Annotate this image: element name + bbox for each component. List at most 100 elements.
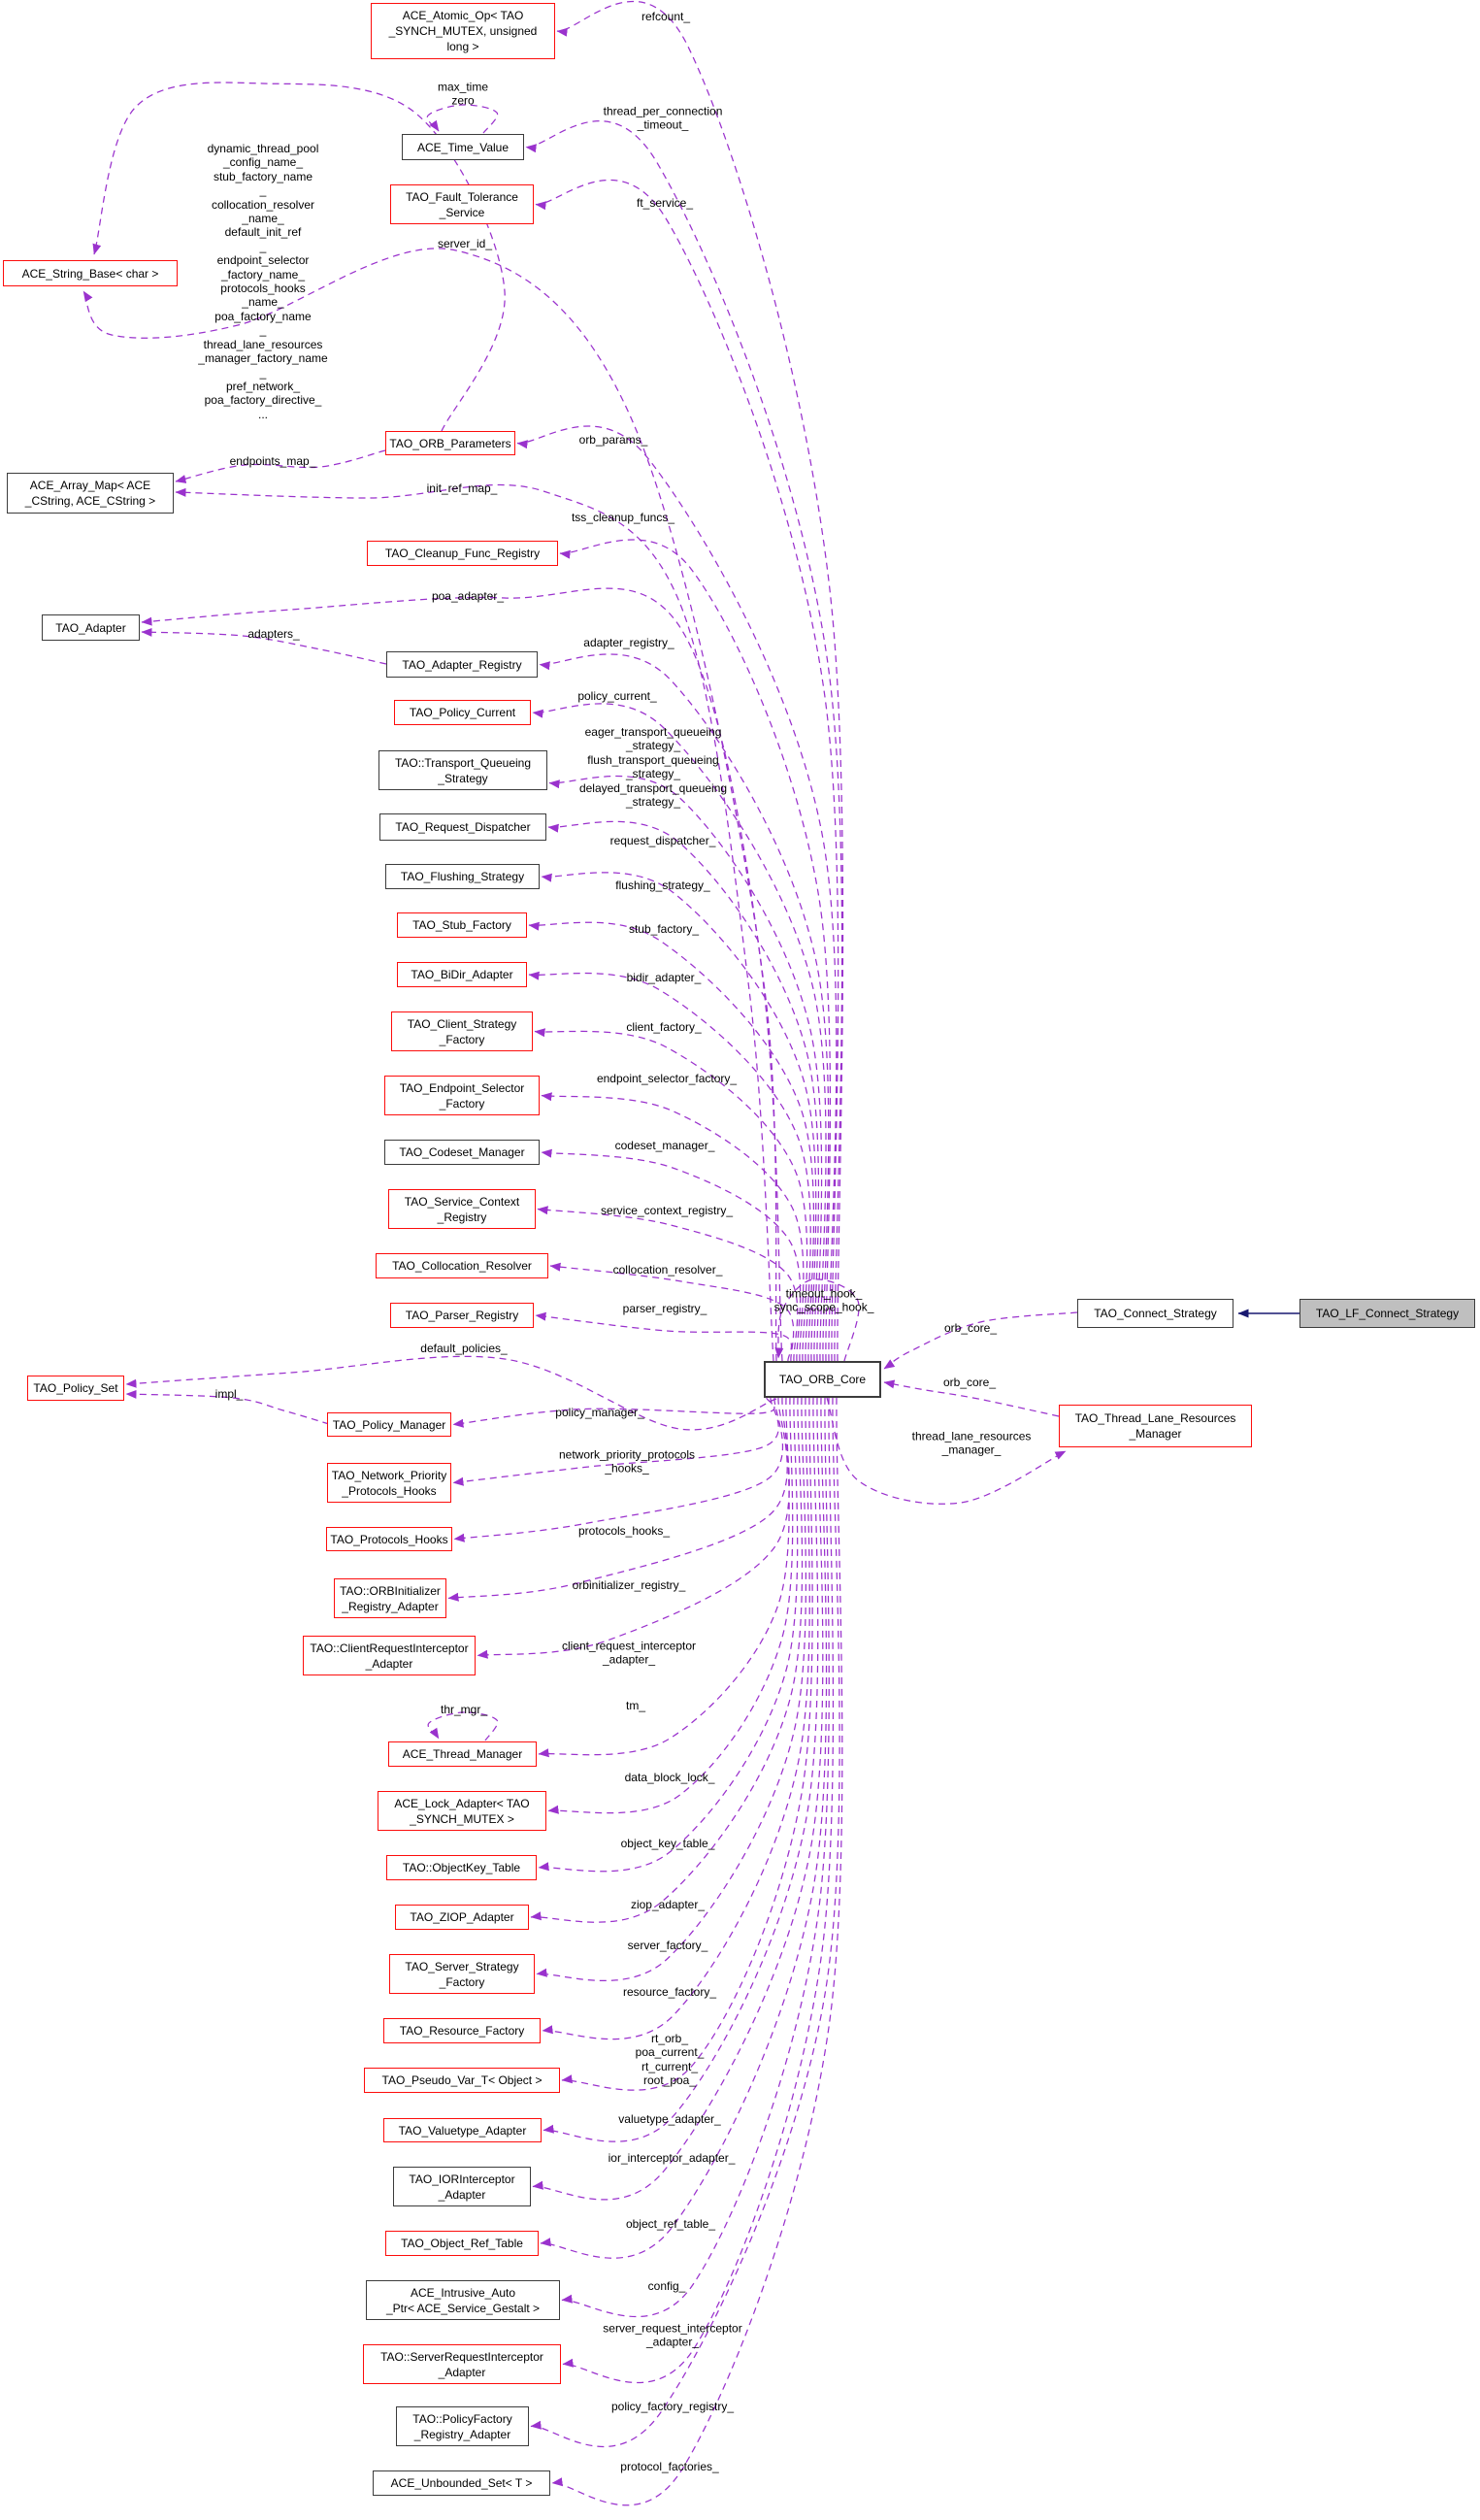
node-tao-policy-current[interactable]: TAO_Policy_Current: [394, 700, 531, 725]
edge-label-orb-core-1: orb_core_: [943, 1320, 998, 1335]
node-tao-codeset-manager[interactable]: TAO_Codeset_Manager: [384, 1140, 540, 1165]
node-tao-stub-factory[interactable]: TAO_Stub_Factory: [397, 912, 527, 938]
node-tao-thread-lane-resources-manager[interactable]: TAO_Thread_Lane_Resources _Manager: [1059, 1405, 1252, 1447]
edge-label-parser-registry: parser_registry_: [622, 1301, 707, 1315]
node-tao-endpoint-selector-factory[interactable]: TAO_Endpoint_Selector _Factory: [384, 1076, 540, 1115]
node-tao-serverrequestinterceptor-adapter[interactable]: TAO::ServerRequestInterceptor _Adapter: [363, 2344, 561, 2384]
edge-tm: [538, 1397, 790, 1758]
node-tao-request-dispatcher[interactable]: TAO_Request_Dispatcher: [379, 813, 546, 841]
edge-ft-service: [535, 179, 839, 1362]
edge-stub-factory: [528, 921, 815, 1362]
edge-orb-core-2: [883, 1379, 1060, 1417]
edge-label-orbinitializer-registry: orbinitializer_registry_: [572, 1577, 686, 1592]
edge-poa-adapter: [141, 587, 777, 1362]
edge-queueing-strategies: [548, 775, 823, 1362]
edge-label-string-members: dynamic_thread_pool _config_name_ stub_f…: [198, 141, 328, 421]
edge-label-collocation-resolver: collocation_resolver_: [612, 1262, 723, 1277]
node-ace-atomic-op[interactable]: ACE_Atomic_Op< TAO _SYNCH_MUTEX, unsigne…: [371, 3, 555, 59]
node-tao-valuetype-adapter[interactable]: TAO_Valuetype_Adapter: [383, 2118, 542, 2142]
edge-label-endpoint-selector-factory: endpoint_selector_factory_: [596, 1071, 738, 1085]
edge-label-refcount: refcount_: [641, 9, 691, 23]
node-tao-objectkey-table[interactable]: TAO::ObjectKey_Table: [386, 1855, 537, 1880]
edge-protocol-factories: [551, 1397, 843, 2506]
edge-label-adapters: adapters_: [247, 626, 300, 641]
edge-label-object-key-table: object_key_table_: [620, 1836, 715, 1850]
edge-label-policy-current: policy_current_: [577, 688, 657, 703]
edge-max-time-zero: [426, 104, 499, 134]
edge-label-object-ref-table: object_ref_table_: [625, 2216, 716, 2231]
edge-orb-params: [516, 425, 838, 1362]
node-tao-orb-parameters[interactable]: TAO_ORB_Parameters: [385, 431, 515, 455]
edge-label-timeout-sync-hooks: timeout_hook_ sync_scope_hook_: [773, 1286, 874, 1314]
edge-label-ft-service: ft_service_: [636, 195, 694, 210]
node-tao-transport-queueing-strategy[interactable]: TAO::Transport_Queueing _Strategy: [378, 750, 547, 790]
node-tao-adapter-registry[interactable]: TAO_Adapter_Registry: [386, 651, 538, 678]
node-ace-intrusive-auto-ptr[interactable]: ACE_Intrusive_Auto _Ptr< ACE_Service_Ges…: [366, 2280, 560, 2320]
edge-parser-registry: [535, 1311, 792, 1362]
edge-label-bidir-adapter: bidir_adapter_: [626, 970, 702, 984]
node-tao-service-context-registry[interactable]: TAO_Service_Context _Registry: [388, 1189, 536, 1229]
node-tao-ziop-adapter[interactable]: TAO_ZIOP_Adapter: [395, 1905, 529, 1930]
edge-label-tss-cleanup-funcs: tss_cleanup_funcs_: [571, 510, 675, 524]
node-tao-bidir-adapter[interactable]: TAO_BiDir_Adapter: [397, 962, 527, 987]
node-tao-pseudo-var-t[interactable]: TAO_Pseudo_Var_T< Object >: [364, 2068, 560, 2093]
edge-config: [561, 1397, 830, 2317]
edge-label-thread-lane-resources-manager: thread_lane_resources _manager_: [911, 1429, 1032, 1457]
node-tao-clientrequestinterceptor-adapter[interactable]: TAO::ClientRequestInterceptor _Adapter: [303, 1636, 476, 1675]
edge-label-client-request-interceptor-adapter: client_request_interceptor _adapter_: [561, 1639, 697, 1667]
node-tao-adapter[interactable]: TAO_Adapter: [42, 614, 140, 641]
node-tao-collocation-resolver[interactable]: TAO_Collocation_Resolver: [376, 1253, 548, 1278]
edge-adapter-registry: [539, 653, 830, 1362]
edge-label-server-id: server_id_: [437, 236, 493, 250]
edge-label-tm: tm_: [625, 1698, 646, 1712]
edge-label-protocol-factories: protocol_factories_: [620, 2459, 719, 2473]
node-tao-network-priority-protocols-hooks[interactable]: TAO_Network_Priority _Protocols_Hooks: [327, 1463, 451, 1503]
node-tao-policy-manager[interactable]: TAO_Policy_Manager: [327, 1412, 451, 1437]
edge-tss-cleanup-funcs: [559, 539, 832, 1362]
node-tao-resource-factory[interactable]: TAO_Resource_Factory: [383, 2018, 541, 2043]
node-tao-connect-strategy[interactable]: TAO_Connect_Strategy: [1077, 1299, 1233, 1328]
node-ace-time-value[interactable]: ACE_Time_Value: [402, 134, 524, 160]
edge-rt-members: [561, 1397, 813, 2091]
edge-label-network-priority-protocols-hooks: network_priority_protocols _hooks_: [558, 1447, 696, 1476]
edge-label-codeset-manager: codeset_manager_: [614, 1138, 715, 1152]
edge-orb-core-1: [883, 1311, 1078, 1370]
node-tao-server-strategy-factory[interactable]: TAO_Server_Strategy _Factory: [389, 1954, 535, 1994]
edge-data-block-lock: [547, 1397, 794, 1814]
node-tao-cleanup-func-registry[interactable]: TAO_Cleanup_Func_Registry: [367, 541, 558, 566]
node-ace-lock-adapter[interactable]: ACE_Lock_Adapter< TAO _SYNCH_MUTEX >: [378, 1791, 546, 1831]
edge-default-policies: [125, 1355, 777, 1431]
node-ace-unbounded-set[interactable]: ACE_Unbounded_Set< T >: [373, 2470, 550, 2496]
node-ace-array-map[interactable]: ACE_Array_Map< ACE _CString, ACE_CString…: [7, 473, 174, 514]
node-ace-thread-manager[interactable]: ACE_Thread_Manager: [388, 1741, 537, 1767]
node-ace-string-base[interactable]: ACE_String_Base< char >: [3, 260, 178, 286]
edge-label-request-dispatcher: request_dispatcher_: [609, 833, 716, 847]
node-tao-policy-set[interactable]: TAO_Policy_Set: [27, 1376, 124, 1401]
node-tao-orb-core[interactable]: TAO_ORB_Core: [764, 1361, 881, 1398]
node-tao-iorinterceptor-adapter[interactable]: TAO_IORInterceptor _Adapter: [393, 2167, 531, 2206]
edge-server-factory: [536, 1397, 807, 1981]
edge-label-stub-factory: stub_factory_: [628, 921, 700, 936]
edge-valuetype-adapter: [543, 1397, 819, 2142]
edge-string-members: [92, 82, 506, 432]
edge-label-server-factory: server_factory_: [627, 1938, 708, 1952]
edge-label-policy-factory-registry: policy_factory_registry_: [610, 2399, 735, 2413]
node-tao-protocols-hooks[interactable]: TAO_Protocols_Hooks: [326, 1527, 452, 1551]
edge-label-service-context-registry: service_context_registry_: [600, 1203, 734, 1217]
node-tao-orbinitializer-registry-adapter[interactable]: TAO::ORBInitializer _Registry_Adapter: [334, 1578, 446, 1618]
edge-label-thr-mgr: thr_mgr_: [440, 1702, 488, 1716]
node-tao-parser-registry[interactable]: TAO_Parser_Registry: [390, 1303, 534, 1328]
edge-label-adapter-registry: adapter_registry_: [583, 635, 674, 649]
edge-label-client-factory: client_factory_: [626, 1019, 702, 1034]
edge-refcount: [556, 0, 844, 1362]
node-tao-policyfactory-registry-adapter[interactable]: TAO::PolicyFactory _Registry_Adapter: [396, 2406, 529, 2446]
node-tao-object-ref-table[interactable]: TAO_Object_Ref_Table: [385, 2231, 539, 2256]
edge-server-request-interceptor-adapter: [562, 1397, 835, 2383]
edge-label-queueing-strategies: eager_transport_queueing _strategy_ flus…: [578, 724, 728, 809]
node-tao-flushing-strategy[interactable]: TAO_Flushing_Strategy: [385, 864, 540, 889]
node-tao-fault-tolerance-service[interactable]: TAO_Fault_Tolerance _Service: [390, 184, 534, 224]
edge-policy-factory-registry: [530, 1397, 840, 2448]
node-tao-client-strategy-factory[interactable]: TAO_Client_Strategy _Factory: [391, 1011, 533, 1051]
edge-policy-manager: [452, 1397, 775, 1428]
edge-policy-current: [532, 703, 827, 1362]
